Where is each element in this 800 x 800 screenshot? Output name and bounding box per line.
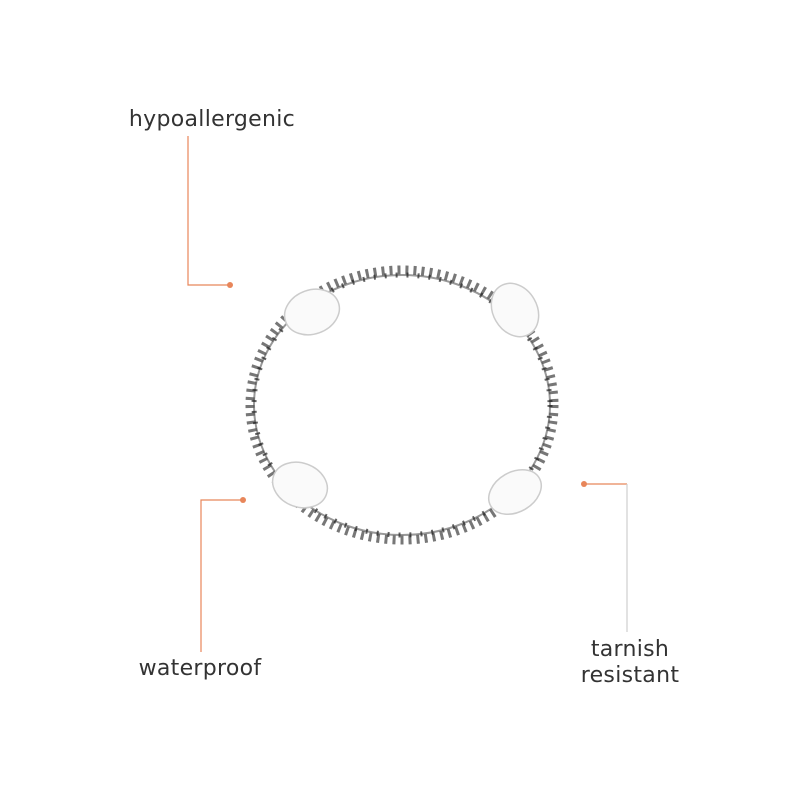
ring-stone <box>283 288 341 336</box>
tarnish-resistant-label: tarnish resistant <box>560 637 700 689</box>
leader-dot <box>227 282 233 288</box>
waterproof-leader-line <box>200 497 246 652</box>
hypoallergenic-leader-line <box>187 136 233 288</box>
tarnish-leader-line <box>581 481 628 632</box>
ring-stone <box>490 282 540 338</box>
waterproof-label: waterproof <box>138 656 262 681</box>
tarnish-label-line2: resistant <box>580 663 680 688</box>
hypoallergenic-label: hypoallergenic <box>128 107 296 132</box>
ring-image <box>245 265 559 545</box>
ring-stone <box>488 468 542 516</box>
tarnish-label-line1: tarnish <box>590 637 670 662</box>
ring-stone <box>271 461 329 509</box>
leader-dot <box>581 481 587 487</box>
leader-dot <box>240 497 246 503</box>
